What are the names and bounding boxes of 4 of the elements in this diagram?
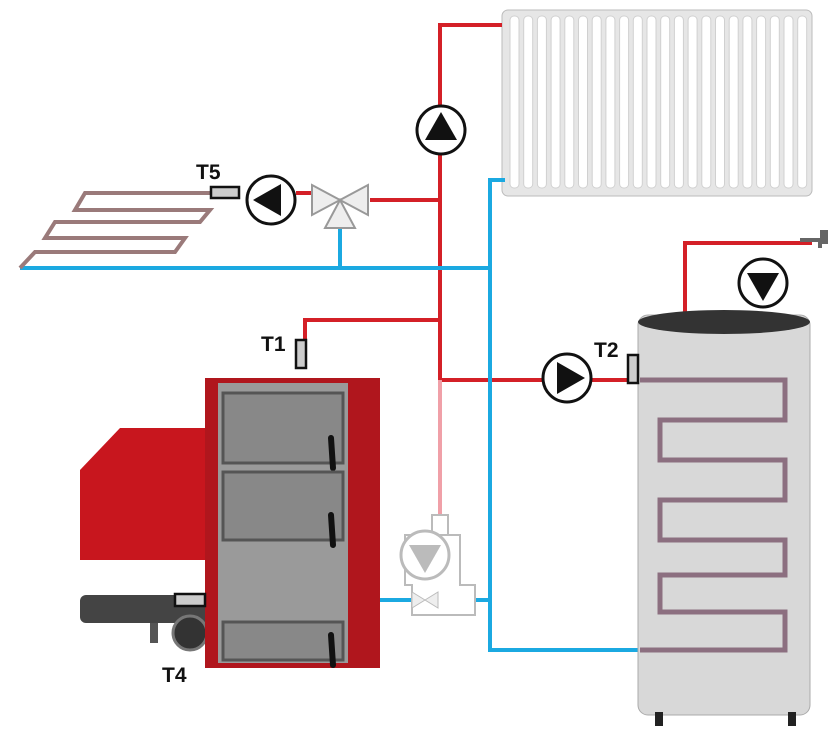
sensor-label: T5 (196, 162, 221, 183)
sensor-label: T2 (594, 340, 619, 361)
sensor-label: T1 (261, 334, 286, 355)
sensor-label: T4 (162, 665, 187, 686)
